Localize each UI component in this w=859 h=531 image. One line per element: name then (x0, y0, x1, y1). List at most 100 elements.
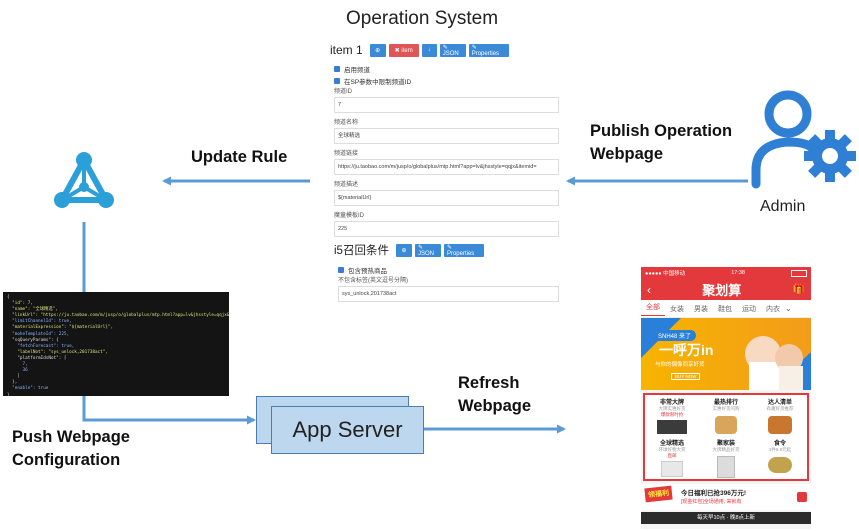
code-line: "sqQueryParams": { (7, 337, 59, 343)
rule-engine-icon (54, 152, 114, 208)
limit-channel-checkbox[interactable]: 在SP参数中限制频道ID (334, 75, 559, 87)
include-preheat-checkbox[interactable]: 包含预热商品 (338, 264, 559, 276)
channel-grid: 非常大牌 大牌实惠好货 爆款限时抢 最热排行 实惠好货闪购 达人清单 有趣好货推… (643, 393, 809, 481)
code-line: "platformIdsNot": [ (7, 355, 67, 361)
grid-cell-global[interactable]: 全球精选 环球好物大赏 直邮 (645, 436, 699, 480)
back-arrow-icon[interactable]: ‹ (647, 282, 651, 297)
checkbox-icon (338, 267, 344, 273)
properties-button[interactable]: ✎ Properties (443, 243, 484, 257)
channel-id-input[interactable]: 7 (334, 97, 559, 113)
code-line: "linkUrl": "https://ju.taobao.com/m/jusp… (7, 313, 229, 319)
grid-cell-brand[interactable]: 非常大牌 大牌实惠好货 爆款限时抢 (645, 395, 699, 436)
admin-user-gear-icon (751, 90, 856, 189)
code-line: ] (7, 374, 20, 380)
admin-label: Admin (760, 198, 806, 215)
checkbox-icon (334, 78, 340, 84)
diagram-title: Operation System (346, 8, 499, 29)
code-line: 7, (7, 362, 28, 368)
fruit-product-image (768, 457, 792, 473)
operation-system-panel: item 1 ⊕ ✖ item ↓ ✎ JSON ✎ Properties 启用… (326, 38, 565, 320)
channel-desc-input[interactable]: ${materialUrl} (334, 190, 559, 206)
chevron-down-icon[interactable]: ⌄ (785, 304, 792, 313)
grid-cell-food[interactable]: 食令 3件8.9元起 (753, 436, 807, 480)
banner-headline: SNH48 来了 (653, 330, 697, 341)
grid-cell-home[interactable]: 聚家装 大牌精品好货 (699, 436, 753, 480)
category-tabs: 全部 女装 男装 鞋包 运动 内衣 ⌄ (641, 300, 811, 318)
add-button[interactable]: ⊕ (395, 243, 412, 257)
push-label-line2: Configuration (12, 451, 121, 469)
field-label: 魔童模板ID (334, 213, 365, 219)
code-line: "enable": true (7, 386, 49, 392)
publish-label-line2: Webpage (590, 145, 664, 163)
tv-product-image (657, 420, 687, 434)
code-line: } (7, 392, 10, 397)
code-line: "labelNot": "sys_unlock,201738act", (7, 349, 108, 355)
code-line: { (7, 295, 10, 300)
code-line: "materialExpression": "${materialUrl}", (7, 325, 114, 331)
channel-name-input[interactable]: 全球精选 (334, 128, 559, 144)
food-product-image (715, 416, 737, 434)
item-title: item 1 (330, 43, 363, 57)
refresh-label-line2: Webpage (458, 397, 532, 415)
move-down-button[interactable]: ↓ (421, 43, 437, 57)
code-line: "moheTemplateId": 225, (7, 331, 70, 337)
tab-all[interactable]: 全部 (641, 301, 665, 316)
red-envelope-icon (797, 492, 807, 502)
properties-button[interactable]: ✎ Properties (468, 43, 509, 57)
nav-bar: ‹ 聚划算 🎁 (641, 279, 811, 300)
app-server-box: App Server (271, 406, 424, 454)
push-config-arrow (82, 396, 256, 425)
fridge-product-image (717, 456, 735, 478)
section2-title: i5召回条件 (334, 245, 389, 257)
welfare-badge: 领福利 (644, 485, 673, 503)
exclude-tags-input[interactable]: sys_unlock,201738act (338, 286, 559, 302)
delete-item-button[interactable]: ✖ item (388, 43, 419, 57)
code-line: "limitChannelId": true, (7, 319, 72, 325)
code-line: "fetchForecast": true, (7, 343, 75, 349)
code-line: "id": 7, (7, 301, 33, 307)
checkbox-icon (334, 66, 340, 72)
appliance-product-image (661, 461, 683, 477)
field-label: 频道ID (334, 89, 353, 95)
json-config-code: { "id": 7, "name": "全球精选", "linkUrl": "h… (3, 292, 229, 396)
update-rule-label: Update Rule (191, 148, 288, 166)
template-id-input[interactable]: 225 (334, 221, 559, 237)
welfare-subtitle: [现金红包]全场通用, 来就有 (681, 499, 742, 505)
tab-underwear[interactable]: 内衣 (766, 305, 780, 313)
json-button[interactable]: ✎ JSON (439, 43, 466, 57)
welfare-title: 今日福利已抢396万元! (681, 490, 747, 497)
field-label: 频道名称 (334, 120, 359, 126)
add-button[interactable]: ⊕ (369, 43, 386, 57)
section2-header: i5召回条件 ⊕ ✎ JSON ✎ Properties (334, 242, 565, 258)
buy-now-button[interactable]: BUY NOW (671, 373, 701, 380)
code-line: 36 (7, 368, 28, 374)
mobile-webpage: ●●●●● 中国移动 17:38 ‹ 聚划算 🎁 全部 女装 男装 鞋包 运动 … (641, 267, 811, 529)
channel-link-input[interactable]: https://ju.taobao.com/m/jusp/o/globalplu… (334, 159, 559, 175)
gift-icon[interactable]: 🎁 (792, 284, 805, 295)
page-title: 聚划算 (702, 283, 742, 298)
push-label-line1: Push Webpage (12, 428, 130, 446)
tab-sports[interactable]: 运动 (742, 305, 756, 313)
refresh-label-line1: Refresh (458, 374, 520, 392)
battery-icon (791, 269, 807, 277)
item-header: item 1 ⊕ ✖ item ↓ ✎ JSON ✎ Properties (330, 43, 565, 57)
tab-men[interactable]: 男装 (694, 305, 708, 313)
tab-women[interactable]: 女装 (670, 305, 684, 313)
grid-cell-hot[interactable]: 最热排行 实惠好货闪购 (699, 395, 753, 436)
banner-big-text: 一呼万in (659, 342, 714, 358)
field-label: 频道描述 (334, 182, 359, 188)
field-label: 频道链接 (334, 151, 359, 157)
code-line: "name": "全球精选", (7, 307, 58, 313)
code-line: }, (7, 380, 18, 386)
status-bar: ●●●●● 中国移动 17:38 (641, 267, 811, 279)
carrier-label: ●●●●● 中国移动 (645, 271, 686, 277)
grid-cell-expert[interactable]: 达人清单 有趣好货推荐 (753, 395, 807, 436)
promo-banner[interactable]: SNH48 来了 一呼万in 与你的偶像同享好货 BUY NOW (641, 318, 811, 390)
publish-label-line1: Publish Operation (590, 122, 733, 140)
json-button[interactable]: ✎ JSON (414, 243, 441, 257)
welfare-bar[interactable]: 领福利 今日福利已抢396万元! [现金红包]全场通用, 来就有 (641, 484, 811, 510)
banner-subtitle: 与你的偶像同享好货 (655, 362, 705, 368)
snack-product-image (768, 416, 792, 434)
tab-shoes[interactable]: 鞋包 (718, 305, 732, 313)
enable-channel-checkbox[interactable]: 启用频道 (334, 63, 559, 75)
